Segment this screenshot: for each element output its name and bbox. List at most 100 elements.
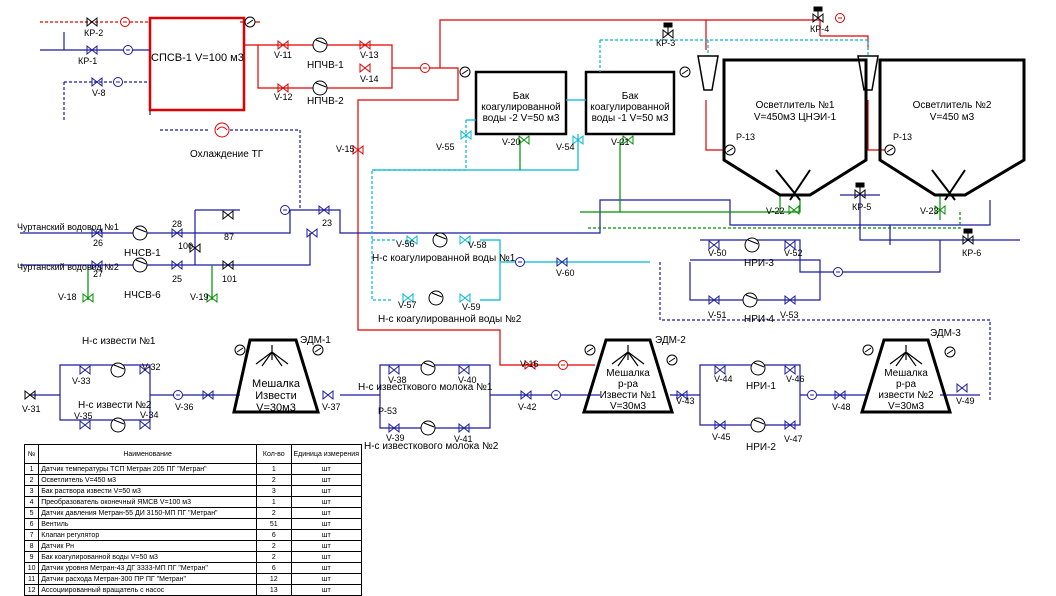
svg-text:V-47: V-47 bbox=[784, 434, 803, 444]
valve-v22[interactable] bbox=[788, 205, 800, 215]
valve-v14[interactable] bbox=[359, 63, 371, 73]
legend-cell-qty: 1 bbox=[256, 463, 292, 475]
valve-v35[interactable] bbox=[79, 420, 91, 430]
control-valve-kp6[interactable] bbox=[962, 228, 974, 245]
legend-cell-n: 6 bbox=[23, 518, 40, 530]
legend-cell-unit: шт bbox=[290, 551, 363, 563]
svg-text:V=30м3: V=30м3 bbox=[256, 402, 296, 414]
valve-v33[interactable] bbox=[79, 365, 91, 375]
svg-text:V-49: V-49 bbox=[956, 396, 975, 406]
pump-nri2[interactable] bbox=[750, 417, 766, 433]
svg-text:V-48: V-48 bbox=[832, 402, 851, 412]
svg-text:НРИ-1: НРИ-1 bbox=[746, 381, 776, 392]
svg-text:V-23: V-23 bbox=[920, 206, 939, 216]
legend-cell-qty: 2 bbox=[256, 474, 292, 486]
svg-text:V-18: V-18 bbox=[58, 292, 77, 302]
valve-v34[interactable] bbox=[139, 420, 151, 430]
svg-text:V-51: V-51 bbox=[708, 310, 727, 320]
valve-v40[interactable] bbox=[458, 365, 470, 375]
pump-npchv1[interactable] bbox=[312, 37, 328, 53]
svg-text:Мешалка: Мешалка bbox=[252, 378, 301, 390]
pump-nri4[interactable] bbox=[742, 292, 758, 308]
valve-87[interactable] bbox=[222, 210, 234, 220]
flow-meter-icon bbox=[835, 13, 845, 23]
blue-cooling-circuit bbox=[40, 32, 301, 210]
svg-text:V-22: V-22 bbox=[766, 206, 785, 216]
svg-text:V-12: V-12 bbox=[274, 92, 293, 102]
legend-cell-n: 7 bbox=[23, 529, 40, 541]
legend-cell-unit: шт bbox=[290, 562, 363, 574]
svg-text:V-36: V-36 bbox=[175, 402, 194, 412]
flow-meter-icon bbox=[113, 77, 123, 87]
svg-text:V-32: V-32 bbox=[142, 362, 161, 372]
legend-cell-unit: шт bbox=[290, 496, 363, 508]
drive-icon bbox=[666, 354, 678, 366]
valve-v49[interactable] bbox=[956, 383, 968, 393]
valve-v38[interactable] bbox=[388, 365, 400, 375]
svg-text:V-44: V-44 bbox=[714, 374, 733, 384]
svg-text:V-20: V-20 bbox=[502, 137, 521, 147]
legend-cell-n: 12 bbox=[23, 584, 40, 596]
legend-cell-qty: 12 bbox=[256, 573, 292, 585]
svg-text:КР-3: КР-3 bbox=[656, 38, 675, 48]
level-sensor-icon bbox=[862, 344, 874, 356]
svg-text:Мешалка: Мешалка bbox=[606, 368, 650, 379]
pump-lime2[interactable] bbox=[110, 417, 126, 433]
pump-koag2[interactable] bbox=[428, 290, 444, 306]
svg-text:НРИ-4: НРИ-4 bbox=[744, 314, 774, 325]
svg-text:Осветлитель №1: Осветлитель №1 bbox=[756, 100, 835, 111]
mixer-lime bbox=[232, 338, 321, 414]
npchv2-label: НПЧВ-2 bbox=[307, 96, 344, 107]
svg-text:V-55: V-55 bbox=[436, 142, 455, 152]
legend-cell-qty: 6 bbox=[256, 529, 292, 541]
svg-text:V-34: V-34 bbox=[140, 410, 159, 420]
level-sensor-icon bbox=[234, 344, 246, 356]
svg-text:воды -1 V=50 м3: воды -1 V=50 м3 bbox=[592, 113, 669, 124]
pump-nchsv6[interactable] bbox=[132, 257, 148, 273]
legend-cell-n: 2 bbox=[23, 474, 40, 486]
valve-v46[interactable] bbox=[784, 365, 796, 375]
svg-text:Чуртанский водовод №1: Чуртанский водовод №1 bbox=[17, 222, 119, 232]
legend-cell-qty: 2 bbox=[256, 540, 292, 552]
legend-header: Кол-во bbox=[256, 444, 292, 464]
gauge-icon bbox=[244, 16, 256, 28]
legend-cell-qty: 2 bbox=[256, 507, 292, 519]
pump-milk2[interactable] bbox=[420, 420, 436, 436]
legend-cell-unit: шт bbox=[290, 507, 363, 519]
pump-milk1[interactable] bbox=[420, 360, 436, 376]
legend-cell-name: Ассоциированный вращатель с насос bbox=[38, 584, 258, 596]
flow-meter-icon bbox=[807, 390, 817, 400]
svg-text:Извести: Извести bbox=[255, 390, 296, 402]
flow-meter-icon bbox=[173, 390, 183, 400]
pump-nchsv1[interactable] bbox=[132, 225, 148, 241]
pump-lime1[interactable] bbox=[110, 362, 126, 378]
svg-text:V-19: V-19 bbox=[190, 292, 209, 302]
equipment-legend-table: № Наименование Кол-во Единица измерения … bbox=[23, 444, 363, 596]
svg-text:ЭДМ-3: ЭДМ-3 bbox=[930, 328, 961, 339]
svg-text:28: 28 bbox=[172, 219, 182, 229]
valve-v44[interactable] bbox=[714, 365, 726, 375]
svg-text:V-39: V-39 bbox=[386, 433, 405, 443]
pump-nri1[interactable] bbox=[750, 360, 766, 376]
pump-koag1[interactable] bbox=[432, 232, 448, 248]
valve-v37[interactable] bbox=[322, 390, 334, 400]
legend-cell-n: 5 bbox=[23, 507, 40, 519]
clarifier-2 bbox=[878, 58, 1026, 197]
pump-nri3[interactable] bbox=[744, 237, 760, 253]
svg-text:V=30м3: V=30м3 bbox=[610, 401, 647, 412]
legend-cell-name: Клапан регулятор bbox=[38, 529, 258, 541]
lime-section bbox=[30, 338, 980, 429]
control-valve-kp3[interactable] bbox=[662, 22, 674, 39]
legend-header: № bbox=[23, 444, 40, 464]
legend-cell-name: Датчик расхода Метран-300 ПР ПГ "Метран" bbox=[38, 573, 258, 585]
svg-text:НРИ-3: НРИ-3 bbox=[744, 258, 774, 269]
legend-cell-n: 4 bbox=[23, 496, 40, 508]
svg-text:Н-с известкового молока №1: Н-с известкового молока №1 bbox=[358, 382, 493, 393]
valve-v59[interactable] bbox=[459, 293, 471, 303]
pump-npchv2[interactable] bbox=[312, 80, 328, 96]
